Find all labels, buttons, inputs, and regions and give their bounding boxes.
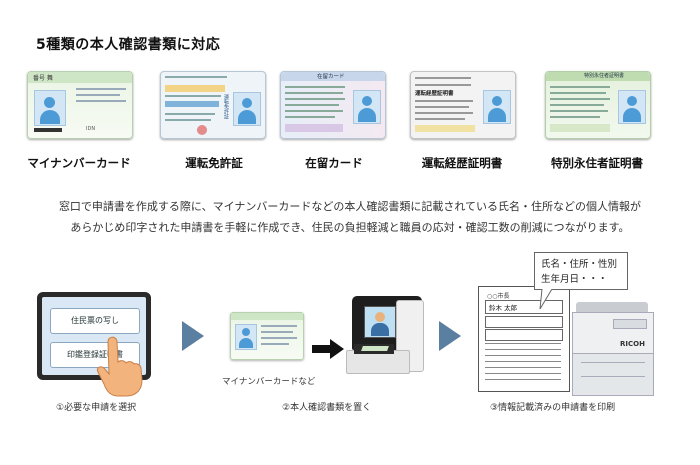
portrait-placeholder [353,90,381,124]
arrow-right-black-icon [312,339,344,359]
form-name: 鈴木 太郎 [489,304,518,312]
license-title: 運転免許証 [223,94,229,119]
driving-career-certificate-image: 運転経歴証明書 [410,71,516,139]
description-line-1: 窓口で申請書を作成する際に、マイナンバーカードなどの本人確認書類に記載されている… [58,200,642,213]
document-label-permanent: 特別永住者証明書 [551,156,643,170]
document-label-license: 運転免許証 [185,156,243,170]
placed-card-image [230,312,304,360]
form-header: ○○市長 [487,293,510,300]
step-2-label: ②本人確認書類を置く [282,403,372,413]
page-title: 5種類の本人確認書類に対応 [36,37,221,53]
card-caption: マイナンバーカードなど [222,377,316,387]
portrait-placeholder [233,92,261,126]
id-reader-kiosk [346,296,426,378]
bubble-line-2: 生年月日・・・ [541,274,608,285]
portrait-placeholder [618,90,646,124]
portrait-placeholder [483,90,511,124]
personal-info-bubble: 氏名・住所・性別 生年月日・・・ [534,252,628,290]
bubble-pointer [539,289,553,310]
arrow-right-icon [182,321,204,351]
printed-form: ○○市長 鈴木 太郎 [478,286,570,392]
document-label-residence: 在留カード [305,156,363,170]
document-label-career: 運転経歴証明書 [421,156,503,170]
mynumber-logo: IDN [86,126,96,132]
residence-title: 在留カード [317,74,345,80]
step-3-label: ③情報記載済みの申請書を印刷 [490,403,616,413]
printer-brand: RICOH [620,340,645,348]
kiosk-screen [364,306,396,338]
description-line-2: あらかじめ印字された申請書を手軽に作成でき、住民の負担軽減と職員の応対・確認工数… [70,221,630,234]
drivers-license-image: 運転免許証 [160,71,266,139]
mynumber-card-image: 番号 舞 IDN [27,71,133,139]
document-label-mynumber: マイナンバーカード [27,156,131,170]
residence-card-image: 在留カード [280,71,386,139]
career-title: 運転経歴証明書 [415,91,454,97]
portrait-placeholder [34,90,66,126]
step-1-label: ①必要な申請を選択 [56,403,137,413]
printer: RICOH [572,302,654,396]
bubble-line-1: 氏名・住所・性別 [541,259,618,270]
arrow-right-icon [439,321,461,351]
pointing-hand-icon [97,336,143,397]
mynumber-card-name: 番号 舞 [33,75,53,82]
description: 窓口で申請書を作成する際に、マイナンバーカードなどの本人確認書類に記載されている… [0,196,700,238]
resident-certificate-button[interactable]: 住民票の写し [50,308,140,334]
special-permanent-resident-certificate-image: 特別永住者証明書 [545,71,651,139]
permanent-title: 特別永住者証明書 [584,73,625,79]
